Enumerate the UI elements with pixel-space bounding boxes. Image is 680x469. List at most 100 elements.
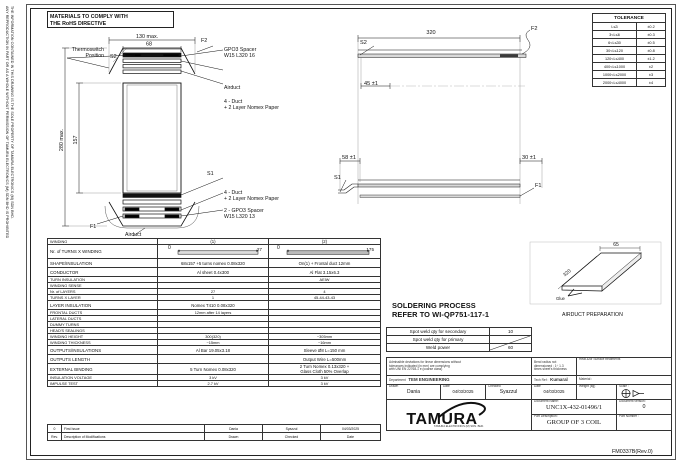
spec-row-col1: Al sheet 0.4x300 [157, 267, 269, 277]
svg-text:F2: F2 [531, 26, 538, 32]
weight-label: Weight (kg) [579, 384, 596, 388]
tolerance-value: ±3 [636, 70, 666, 79]
label-gpo3-spacer-top: GPO3 Spacer W15 L320 16 [224, 47, 257, 60]
tolerance-row: 1000<L≤2000±3 [592, 70, 666, 79]
tolerance-row: 400<L≤1000±2 [592, 62, 666, 71]
label-airduct-top: Airduct [224, 85, 241, 91]
docname-label: Document Name: [534, 399, 559, 403]
techref-value: Kumaral [550, 376, 568, 382]
tolerance-title: TOLERANCE [592, 13, 666, 23]
tolerance-range: 400<L≤1000 [592, 62, 637, 71]
docname-value: UNC1X-432-01496/1 [545, 403, 603, 411]
tolerance-value: ±0.2 [636, 22, 666, 31]
tolerance-range: L≤3 [592, 22, 637, 31]
rev-h2: Drawn [204, 432, 263, 441]
spec-row-col2: 2 Turn Nomex 0.13x320 + Glass Cloth 50% … [268, 363, 381, 375]
tolerance-value: ±1.2 [636, 54, 666, 63]
weld-row-label: Spot weld qty for primary [386, 335, 490, 344]
drawn-label: Drawn [389, 384, 399, 388]
spec-row-label: LAYER INSULATION [47, 300, 158, 310]
drawn-date-label: Date [443, 384, 450, 388]
label-duct-nomex-bottom: 4 - Duct + 2 Layer Nomex Paper [224, 190, 279, 203]
rev-h3: Checked [262, 432, 321, 441]
rev-h1: Description of Modifications [61, 432, 205, 441]
svg-text:TAMURA: TAMURA [406, 411, 477, 428]
docver-value: 0 [642, 403, 646, 410]
svg-text:157: 157 [73, 136, 79, 145]
spec-row-label: SHAPE/INSULATION [47, 258, 158, 268]
drawn-value: Dania [406, 388, 421, 395]
svg-text:S2: S2 [360, 40, 367, 46]
rev-date-value: 04/03/2025 [320, 424, 381, 433]
svg-text:F1: F1 [535, 183, 542, 189]
tolerance-row: L≤3±0.2 [592, 22, 666, 31]
airduct-caption: AIRDUCT PREPARATION [562, 312, 623, 318]
tolerance-row: 6<L≤30±0.5 [592, 38, 666, 47]
right-view-drawing: 320 S2 F2 45 ±1 58 ±1 30 ±1 S1 F1 [334, 26, 543, 204]
legal-notice: THE INFORMATION CONTAINED IN THIS DRAWIN… [4, 6, 14, 239]
sheet-footer-code: FM0337B(Rev.0) [612, 449, 653, 455]
spec-row-label: Nr. of TURNS X WINDING [47, 244, 158, 259]
checked-value: Syazzul [499, 388, 518, 395]
rev-desc: First Issue [61, 424, 205, 433]
spec-row-col2 [268, 300, 381, 310]
rev-checked-value: Syazzul [262, 424, 321, 433]
projection-symbol-icon [619, 389, 669, 398]
tolerance-value: ±0.5 [636, 38, 666, 47]
spec-row-col2: Output Wire L=500mm [268, 354, 381, 364]
tolerance-range: 6<L≤30 [592, 38, 637, 47]
rev-no: 0 [47, 424, 62, 433]
label-thermoswitch-position: Thermoswitch Position [71, 47, 104, 60]
tolerance-range: 30<L≤120 [592, 46, 637, 55]
svg-text:F1: F1 [90, 224, 96, 230]
spec-row-col2: On(1) + Frontal duct 12mm [268, 258, 381, 268]
svg-text:S1: S1 [207, 171, 214, 177]
rev-h0: Rev. [47, 432, 62, 441]
tolerance-row: 30<L≤120±0.8 [592, 46, 666, 55]
partdesc-label: Part Description: [534, 414, 558, 418]
svg-text:130 max.: 130 max. [136, 34, 158, 40]
left-view-drawing: 130 max. 68 F2 S2 S1 F1 280 max. 157 [59, 34, 224, 237]
tolerance-value: ±4 [636, 78, 666, 87]
department-value: TEM ENGINEERING [408, 376, 450, 382]
tolerance-value: ±0.3 [636, 30, 666, 39]
revision-block: 0 First Issue Dania Syazzul 04/03/2025 R… [47, 424, 381, 441]
spec-row-col1: 2.7 kV [157, 380, 269, 387]
weld-row-value: 60 [489, 343, 532, 352]
material-label: Material : [579, 377, 593, 382]
tolerance-row: 2000<L≤4000±4 [592, 78, 666, 87]
checked-date-label: Date [534, 384, 541, 388]
tamura-logo-subtitle: TAMURA ELECTRONICS (M) SDN. BHD. [434, 425, 484, 429]
svg-text:30 ±1: 30 ±1 [522, 155, 536, 161]
spec-row-col1: Al Bar 19.05x3.18 [157, 345, 269, 355]
spec-row-col1 [157, 354, 269, 364]
tolerance-range: 3<L≤6 [592, 30, 637, 39]
svg-text:45 ±1: 45 ±1 [364, 81, 378, 87]
weld-row-label: Spot weld qty for secondary [386, 327, 490, 336]
svg-text:S2: S2 [110, 54, 117, 60]
deviation-note: Admissible deviations for linear dimensi… [389, 359, 461, 372]
checked-label: Checked [488, 384, 501, 388]
partnum-label: Part Number : [619, 414, 639, 418]
spec-row-col2: 3 kV [268, 380, 381, 387]
tolerance-value: ±2 [636, 62, 666, 71]
docver-label: Document version: [619, 399, 646, 403]
weld-primary-strike [489, 335, 531, 351]
rohs-note-text: MATERIALS TO COMPLY WITH THE RoHS DIRECT… [50, 13, 128, 27]
tolerance-range: 2000<L≤4000 [592, 78, 637, 87]
